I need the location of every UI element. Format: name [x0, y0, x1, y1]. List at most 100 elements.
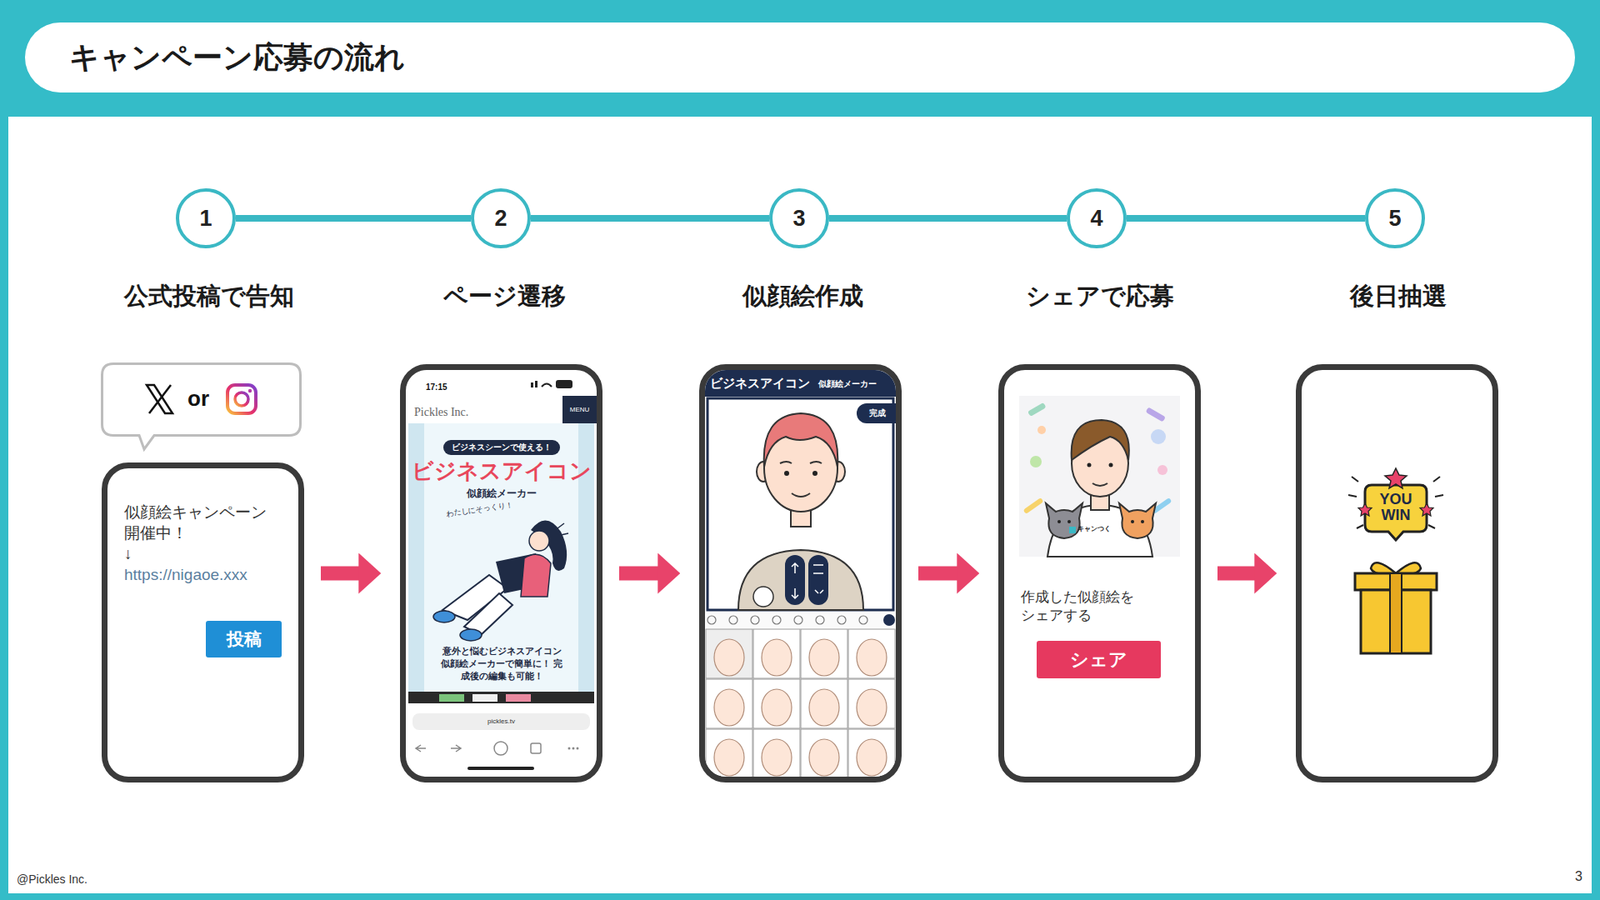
conjunction-text: or	[187, 387, 210, 410]
arrow-glyph: ↓	[124, 543, 133, 565]
app-title: ビジネスアイコン	[710, 375, 810, 391]
art-ellipse	[809, 689, 840, 726]
art-circle	[729, 615, 738, 625]
illustration	[1004, 370, 1195, 777]
step-number: 5	[1368, 191, 1422, 245]
art-rect	[705, 370, 896, 397]
slide-title: キャンペーン応募の流れ	[69, 22, 405, 93]
step-circle: 1公式投稿で告知	[175, 188, 236, 249]
art-ellipse	[714, 739, 745, 776]
flow-arrow	[320, 566, 361, 581]
art-ellipse	[761, 689, 792, 726]
art-path	[791, 493, 810, 497]
title-bar: キャンペーン応募の流れ	[25, 22, 1575, 93]
art-rect	[227, 385, 256, 414]
art-circle	[1030, 455, 1042, 468]
step-line	[530, 215, 770, 222]
status-time: 17:15	[425, 382, 448, 394]
art-circle	[1130, 520, 1135, 524]
art-ellipse	[714, 639, 745, 676]
share-instruction: 作成した似顔絵を シェアする	[1020, 588, 1146, 625]
art-circle	[750, 615, 760, 625]
art-rect	[1027, 402, 1047, 417]
step-circle: 2ページ遷移	[470, 188, 531, 249]
art-circle	[883, 614, 895, 626]
phone-screen: 投稿 似顔絵キャンペーン 開催中！↓https://nigaoe.xxx	[101, 462, 305, 783]
page-number: 3	[1575, 869, 1583, 885]
art-circle	[248, 389, 252, 393]
art-ellipse	[809, 639, 840, 676]
flow-arrow	[619, 566, 660, 581]
art-circle	[812, 470, 818, 476]
art-rect	[535, 380, 538, 388]
art-circle	[1087, 463, 1092, 468]
art-circle	[1150, 429, 1166, 445]
step-number: 1	[179, 191, 233, 245]
step-heading: 後日抽選	[1265, 280, 1532, 311]
art-rect	[753, 629, 800, 679]
step-heading: シェアで応募	[966, 280, 1234, 311]
art-circle	[1140, 520, 1145, 524]
art-rect	[753, 729, 800, 779]
app-subtitle: 似顔絵メーカー	[818, 379, 877, 390]
site-logo: Pickles Inc.	[414, 405, 469, 420]
step-circle: 4シェアで応募	[1066, 188, 1127, 249]
copyright-note: @Pickles Inc.	[16, 872, 88, 886]
art-path	[738, 550, 864, 610]
art-rect	[530, 382, 534, 388]
phone-screen: YOU WIN	[1295, 364, 1499, 783]
step-number: 2	[474, 191, 528, 245]
art-circle	[784, 470, 790, 476]
win-badge-text: YOU WIN	[1370, 491, 1421, 524]
post-button: 投稿	[205, 620, 282, 658]
art-path	[102, 364, 301, 450]
post-text: 似顔絵キャンペーン 開催中！	[124, 501, 276, 544]
description-text: 意外と悩むビジネスアイコン 似顔絵メーカーで簡単に！ 完成後の編集も可能！	[437, 645, 566, 683]
illustration	[705, 370, 896, 777]
art-path	[1092, 483, 1108, 486]
art-ellipse	[460, 629, 482, 641]
art-circle	[1157, 465, 1168, 475]
art-path	[1045, 503, 1083, 539]
art-circle	[494, 741, 508, 755]
art-ellipse	[761, 739, 792, 776]
link-url: https://nigaoe.xxx	[124, 564, 248, 585]
art-ellipse	[761, 639, 792, 676]
art-path	[780, 461, 822, 464]
art-rect	[1069, 526, 1076, 534]
step-number: 3	[772, 191, 826, 245]
art-circle	[529, 530, 550, 551]
art-rect	[800, 629, 848, 679]
art-circle	[815, 615, 825, 625]
art-ellipse	[433, 610, 455, 623]
art-path	[764, 413, 839, 467]
button-label: 投稿	[205, 620, 282, 658]
art-rect	[408, 691, 595, 704]
art-rect	[848, 629, 895, 679]
art-rect	[705, 611, 896, 629]
art-path	[1071, 420, 1130, 460]
art-path	[541, 384, 552, 388]
art-circle	[568, 747, 571, 750]
art-rect	[848, 679, 895, 729]
art-ellipse	[809, 739, 840, 776]
art-rect	[707, 398, 894, 610]
hero-title: ビジネスアイコン	[405, 458, 597, 485]
hero-subtitle: 似顔絵メーカー	[405, 487, 597, 500]
art-rect	[439, 694, 465, 702]
art-rect	[1023, 497, 1045, 515]
illustration	[1301, 370, 1493, 777]
art-circle	[772, 615, 781, 625]
step-circle: 5後日抽選	[1365, 188, 1425, 249]
menu-label: MENU	[562, 395, 597, 424]
art-rect	[505, 694, 531, 702]
art-ellipse	[714, 689, 745, 726]
art-rect	[530, 743, 541, 754]
art-circle	[837, 615, 846, 625]
art-path	[557, 523, 569, 535]
speech-bubble: or	[100, 362, 302, 437]
art-circle	[235, 392, 249, 406]
art-rect	[753, 679, 800, 729]
